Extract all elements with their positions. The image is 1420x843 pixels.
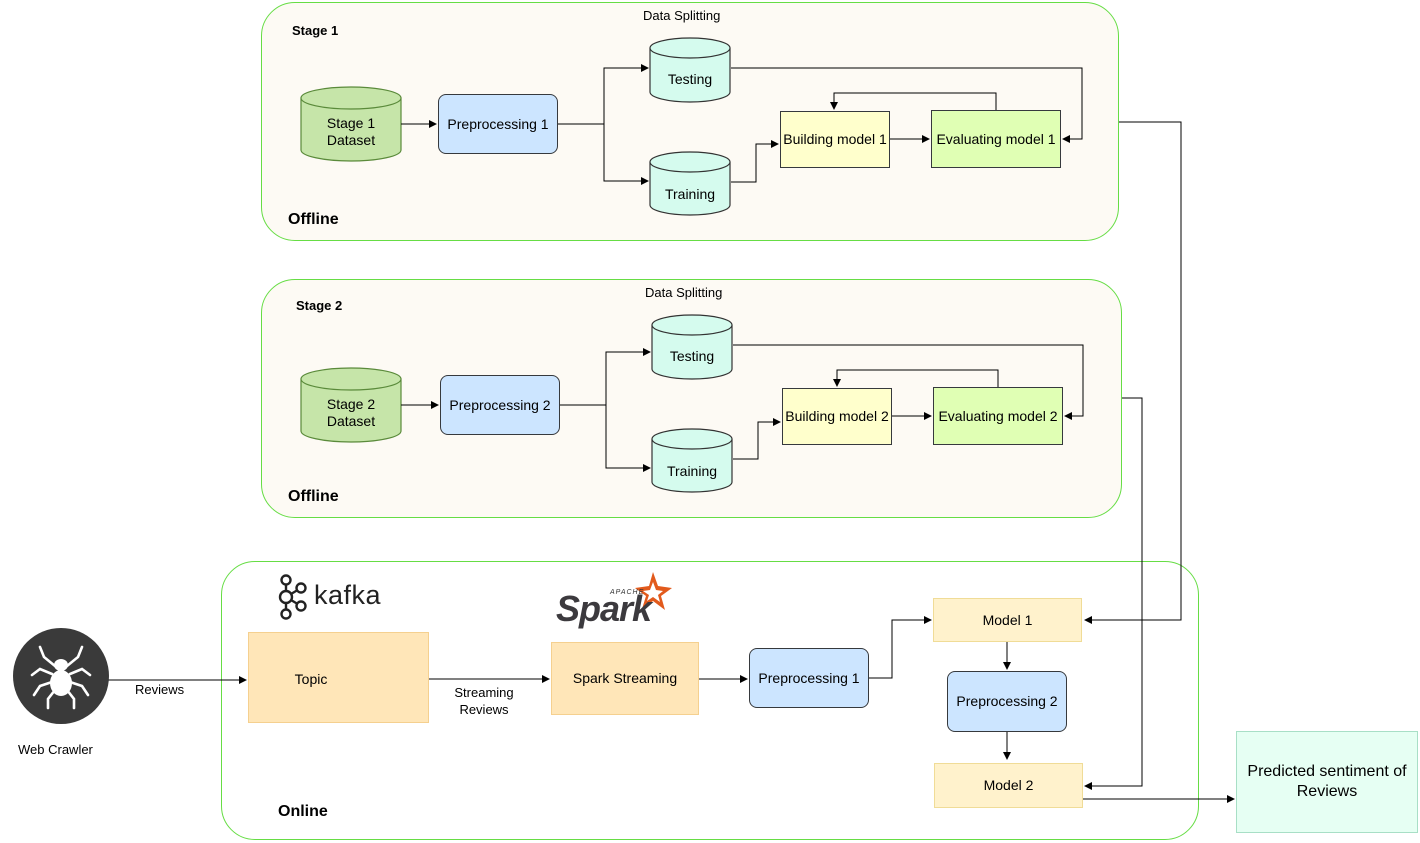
stage2-testing-label: Testing (669, 347, 715, 364)
predicted-sentiment-box: Predicted sentiment of Reviews (1236, 731, 1418, 833)
stage1-build-box: Building model 1 (780, 111, 890, 168)
topic-label: Topic (294, 670, 328, 687)
stage1-mode-label: Offline (288, 211, 339, 228)
web-crawler-label: Web Crawler (18, 742, 93, 757)
stage2-training-label: Training (666, 462, 718, 479)
stage1-title: Stage 1 (292, 23, 339, 38)
stage2-testing-cylinder (651, 314, 733, 380)
stage2-title: Stage 2 (296, 298, 343, 313)
spark-logo-small: APACHE (610, 589, 645, 596)
stage2-build-box: Building model 2 (782, 388, 892, 445)
stage2-evaluate-box: Evaluating model 2 (933, 387, 1063, 445)
stage1-training-label: Training (664, 185, 716, 202)
stage1-preprocess-box: Preprocessing 1 (438, 94, 558, 154)
stage1-testing-cylinder (649, 37, 731, 103)
stage2-mode-label: Offline (288, 488, 339, 505)
kafka-logo-icon (278, 574, 307, 620)
spark-star-icon (635, 572, 672, 610)
spark-streaming-box: Spark Streaming (551, 642, 699, 715)
reviews-edge-label: Reviews (135, 682, 185, 697)
spark-logo-text: Spark (556, 588, 652, 629)
stage2-preprocess-box: Preprocessing 2 (440, 375, 560, 435)
model2-box: Model 2 (934, 763, 1083, 808)
stage2-training-cylinder (651, 428, 733, 493)
stage2-dataset-cylinder (300, 367, 402, 443)
stage1-split-label: Data Splitting (643, 8, 721, 23)
spider-icon (13, 628, 109, 724)
stage2-dataset-label: Stage 2 Dataset (326, 396, 376, 429)
online-mode-label: Online (278, 803, 328, 820)
online-preprocess1-box: Preprocessing 1 (749, 648, 869, 708)
stage1-dataset-label: Stage 1 Dataset (326, 115, 376, 148)
kafka-logo-text: kafka (314, 580, 382, 610)
stage2-split-label: Data Splitting (645, 285, 723, 300)
online-preprocess2-box: Preprocessing 2 (947, 671, 1067, 732)
stage1-dataset-cylinder (300, 86, 402, 162)
model1-box: Model 1 (933, 598, 1082, 642)
stage1-testing-label: Testing (667, 70, 713, 87)
streaming-edge-label: Streaming Reviews (454, 685, 514, 717)
stage1-evaluate-box: Evaluating model 1 (931, 110, 1061, 168)
kafka-container-box (248, 632, 429, 723)
stage1-training-cylinder (649, 151, 731, 216)
